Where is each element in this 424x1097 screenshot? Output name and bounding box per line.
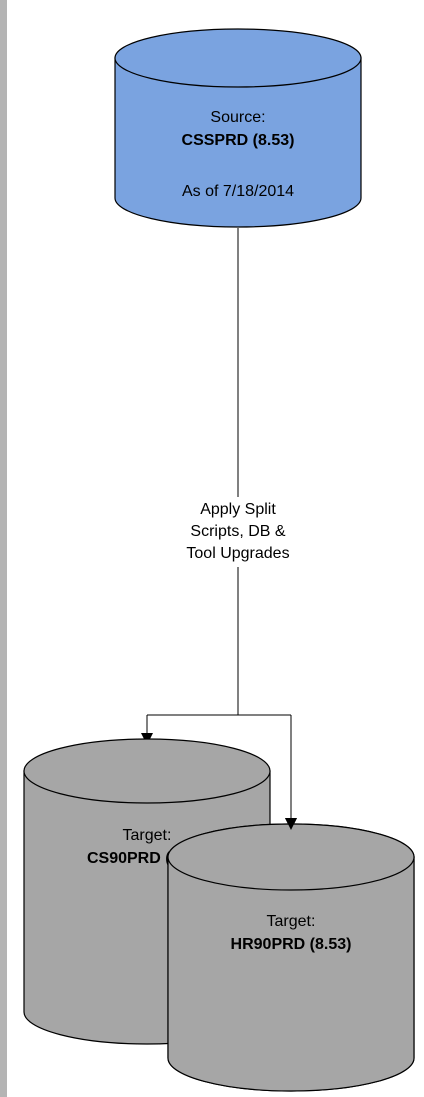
source-label: Source: <box>210 109 266 126</box>
source-date: As of 7/18/2014 <box>181 183 295 200</box>
target-hr-label: Target: <box>266 913 316 930</box>
step-label-line2: Scripts, DB & <box>190 523 286 540</box>
left-border <box>0 0 7 1097</box>
source-cylinder <box>114 28 362 228</box>
step-label-line1: Apply Split <box>200 501 276 518</box>
source-name: CSSPRD (8.53) <box>181 132 295 149</box>
target-hr-name: HR90PRD (8.53) <box>230 936 352 953</box>
target-cs-label: Target: <box>122 827 172 844</box>
target-cs-cylinder-top <box>23 738 271 804</box>
target-hr-cylinder-top-overlay <box>167 823 415 891</box>
source-cylinder-body <box>114 57 362 228</box>
step-label: Apply Split Scripts, DB & Tool Upgrades <box>140 497 336 567</box>
arrowhead-hr-overlay <box>285 818 297 830</box>
target-hr-cylinder-body-overlay <box>167 856 415 1092</box>
step-label-line3: Tool Upgrades <box>186 545 290 562</box>
source-cylinder-top <box>114 28 362 88</box>
